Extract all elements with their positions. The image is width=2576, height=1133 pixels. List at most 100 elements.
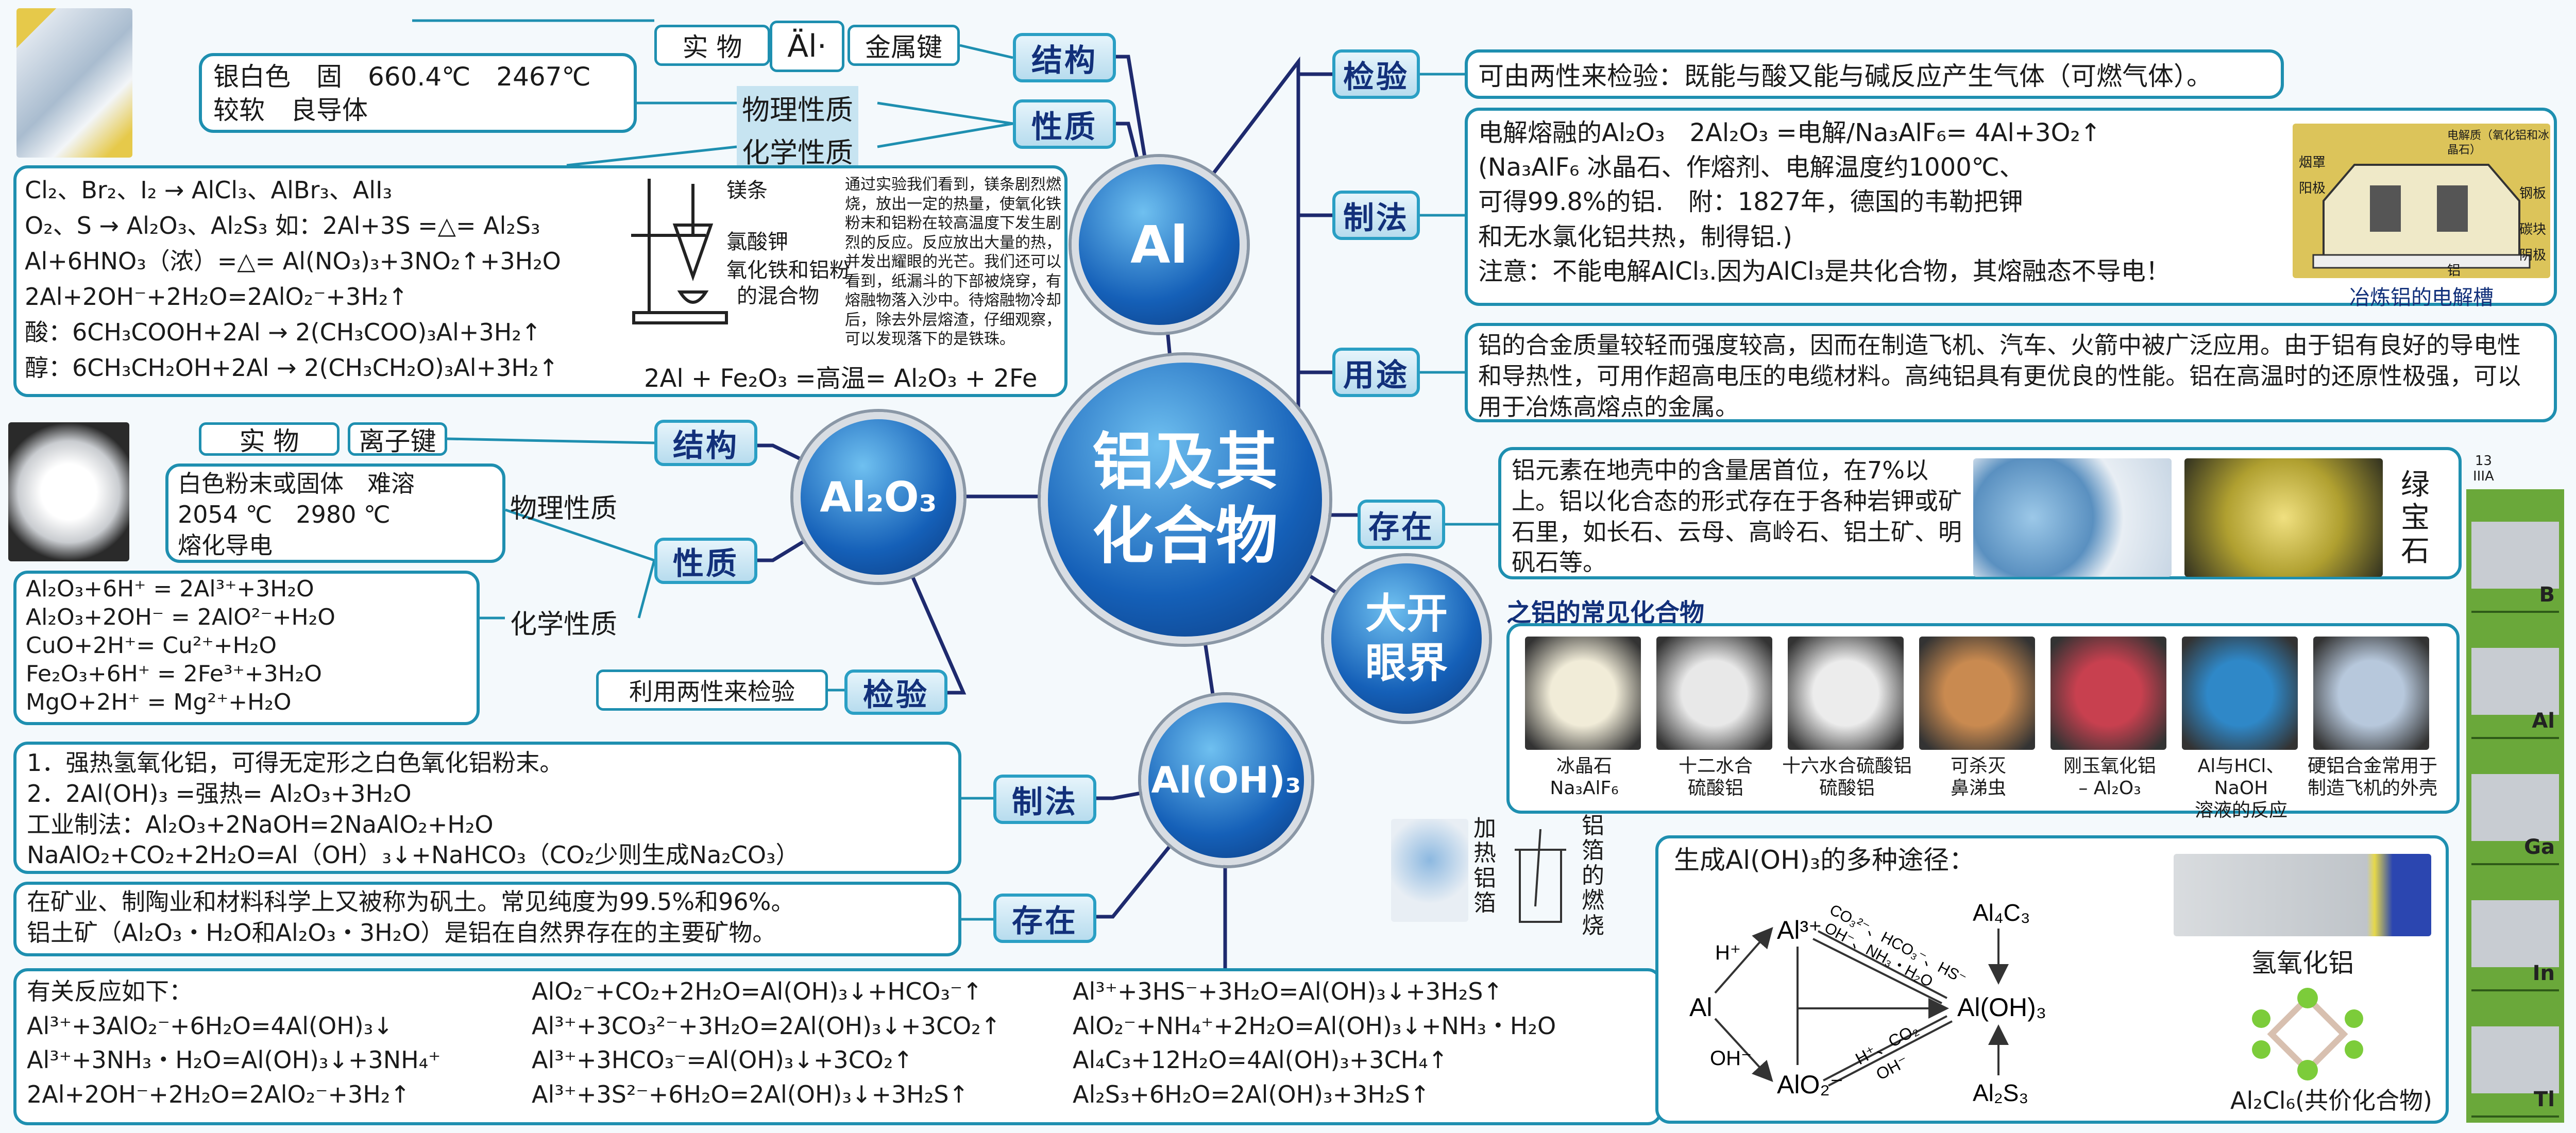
compound-photo bbox=[1656, 637, 1772, 750]
center-title-line1: 铝及其 bbox=[1092, 426, 1278, 498]
reactions-box: 有关反应如下： Al³⁺+3AlO₂⁻+6H₂O=4Al(OH)₃↓ Al³⁺+… bbox=[13, 968, 1662, 1125]
route-al3: Al³⁺ bbox=[1777, 916, 1822, 945]
al2o3-chem-line: Al₂O₃+2OH⁻ = 2AlO²⁻+H₂O bbox=[26, 604, 335, 630]
cell-label: 碳块 bbox=[2519, 222, 2547, 237]
reaction-eq: AlO₂⁻+NH₄⁺+2H₂O=Al(OH)₃↓+NH₃・H₂O bbox=[1073, 1011, 1556, 1040]
al-physical-label: 物理性质 bbox=[737, 86, 858, 129]
compound-photo bbox=[1919, 637, 2035, 750]
al-node[interactable]: Al bbox=[1072, 157, 1247, 332]
compound-caption: 刚玉氧化铝 – Al₂O₃ bbox=[2063, 756, 2156, 799]
al-use-box: 铝的合金质量较轻而强度较高，因而在制造飞机、汽车、火箭中被广泛应用。由于铝有良好… bbox=[1465, 323, 2557, 422]
al-property-node[interactable]: 性质 bbox=[1013, 99, 1116, 149]
al2o3-test-node[interactable]: 检验 bbox=[844, 670, 947, 715]
al2o3-chem-line: Fe₂O₃+6H⁺ = 2Fe³⁺+3H₂O bbox=[26, 661, 322, 687]
electrolytic-cell-diagram: 烟罩 阳极 电解质（氧化铝和冰晶石） 钢板 碳块 阴极 铝 bbox=[2293, 124, 2550, 279]
aloh3-prep-line: 1．强热氢氧化铝，可得无定形之白色氧化铝粉末。 bbox=[27, 749, 564, 777]
al-test-node[interactable]: 检验 bbox=[1332, 49, 1420, 99]
al-test-box: 可由两性来检验：既能与酸又能与碱反应产生气体（可燃气体）。 bbox=[1465, 49, 2284, 99]
routes-diagram: Al H⁺ OH⁻ Al³⁺ AlO₂⁻ Al(OH)₃ Al₄C₃ Al₂S₃… bbox=[1689, 899, 2046, 1106]
al-physical-box: 银白色 固 660.4℃ 2467℃ 较软 良导体 bbox=[199, 53, 637, 133]
al-chemical-box: Cl₂、Br₂、I₂ → AlCl₃、AlBr₃、AlI₃ O₂、S → Al₂… bbox=[13, 165, 1067, 397]
compound-caption: 冰晶石 Na₃AlF₆ bbox=[1550, 756, 1619, 799]
periodic-element-in: In bbox=[2471, 878, 2559, 991]
compound-photo bbox=[2182, 637, 2298, 750]
al-chem-line: 酸：6CH₃COOH+2Al → 2(CH₃COO)₃Al+3H₂↑ bbox=[25, 318, 541, 346]
beryl-photo bbox=[2184, 458, 2383, 577]
reaction-eq: Al³⁺+3HS⁻+3H₂O=Al(OH)₃↓+3H₂S↑ bbox=[1073, 977, 1503, 1005]
thermite-equation: 2Al + Fe₂O₃ =高温= Al₂O₃ + 2Fe bbox=[644, 364, 1038, 393]
compound-caption: Al与HCl、NaOH 溶液的反应 bbox=[2194, 756, 2287, 821]
aluminum-foil-photo bbox=[16, 8, 132, 158]
al2o3-structure-node[interactable]: 结构 bbox=[654, 420, 757, 466]
aluminum-hydroxide-caption: 氢氧化铝 bbox=[2251, 948, 2354, 978]
center-node[interactable]: 铝及其化合物 bbox=[1041, 355, 1329, 644]
cell-label: 电解质（氧化铝和冰晶石） bbox=[2447, 129, 2550, 157]
periodic-element-b: B bbox=[2471, 500, 2559, 613]
al2cl6-molecule bbox=[2252, 988, 2363, 1080]
al-structure-node[interactable]: 结构 bbox=[1013, 33, 1116, 82]
beryl-label: 绿宝石 bbox=[2401, 468, 2430, 568]
routes-title: 生成Al(OH)₃的多种途径： bbox=[1674, 845, 1975, 875]
aloh3-node[interactable]: Al(OH)₃ bbox=[1141, 695, 1311, 865]
electrolytic-cell-caption: 冶炼铝的电解槽 bbox=[2349, 286, 2494, 310]
reaction-eq: Al³⁺+3S²⁻+6H₂O=2Al(OH)₃↓+3H₂S↑ bbox=[532, 1080, 969, 1109]
al2o3-node[interactable]: Al₂O₃ bbox=[793, 412, 963, 582]
aloh3-exist-line: 在矿业、制陶业和材料科学上又被称为矾土。常见纯度为99.5%和96%。 bbox=[27, 888, 795, 916]
foil-burning-drawing bbox=[1515, 829, 1566, 923]
aluminum-hydroxide-photo bbox=[2174, 854, 2431, 936]
eye-line1: 大开 bbox=[1365, 590, 1448, 638]
reaction-eq: 2Al+2OH⁻+2H₂O=2AlO₂⁻+3H₂↑ bbox=[27, 1080, 410, 1109]
al2o3-phys-line: 熔化导电 bbox=[178, 531, 273, 559]
cell-label: 铝 bbox=[2447, 263, 2461, 279]
al-real-tag: 实 物 bbox=[654, 25, 770, 66]
al-phys-line: 较软 良导体 bbox=[213, 95, 368, 125]
aloh3-prep-line: 2．2Al(OH)₃ =强热= Al₂O₃+3H₂O bbox=[27, 779, 412, 808]
apparatus-label-mix: 氧化铁和铝粉 bbox=[726, 259, 850, 282]
aloh3-routes-box: 生成Al(OH)₃的多种途径： Al H⁺ OH⁻ Al³⁺ AlO₂⁻ Al(… bbox=[1655, 835, 2449, 1124]
reactions-title: 有关反应如下： bbox=[27, 977, 193, 1005]
compounds-box: 冰晶石 Na₃AlF₆ 十二水合 硫酸铝十六水合硫酸铝 硫酸铝可杀灭 鼻涕虫 刚玉氧… bbox=[1506, 623, 2460, 821]
compounds-title: 之铝的常见化合物 bbox=[1506, 598, 1705, 627]
al2o3-physical-box: 白色粉末或固体 难溶 2054 ℃ 2980 ℃ 熔化导电 bbox=[165, 464, 505, 563]
al-prep-line: 和无水氯化铝共热，制得铝.) bbox=[1478, 222, 1792, 251]
reaction-eq: Al₄C₃+12H₂O=4Al(OH)₃+3CH₄↑ bbox=[1073, 1046, 1448, 1074]
compound-caption: 十二水合 硫酸铝 bbox=[1678, 756, 1753, 799]
compound-caption: 硬铝合金常用于 制造飞机的外壳 bbox=[2307, 756, 2437, 799]
eye-line2: 眼界 bbox=[1365, 639, 1448, 687]
aloh3-exist-line: 铝土矿（Al₂O₃・H₂O和Al₂O₃・3H₂O）是铝在自然界存在的主要矿物。 bbox=[27, 918, 776, 947]
al2o3-chem-line: MgO+2H⁺ = Mg²⁺+H₂O bbox=[26, 689, 292, 715]
cell-label: 阴极 bbox=[2519, 248, 2547, 263]
foil-burning-label: 铝箔的燃烧 bbox=[1582, 813, 1604, 939]
route-alo2: AlO₂⁻ bbox=[1777, 1070, 1843, 1099]
aloh3-exist-node[interactable]: 存在 bbox=[993, 894, 1096, 943]
al2o3-property-node[interactable]: 性质 bbox=[654, 538, 757, 584]
eye-opener-node[interactable]: 大开眼界 bbox=[1324, 556, 1489, 721]
al-exist-text: 铝元素在地壳中的含量居首位，在7%以上。铝以化合态的形式存在于各种岩钾或矿石里，… bbox=[1512, 456, 1962, 577]
al-exist-node[interactable]: 存在 bbox=[1358, 500, 1445, 549]
al-chem-line: Cl₂、Br₂、I₂ → AlCl₃、AlBr₃、AlI₃ bbox=[25, 176, 393, 204]
cell-label: 钢板 bbox=[2519, 186, 2547, 201]
compound-photo bbox=[2313, 637, 2429, 750]
al-use-node[interactable]: 用途 bbox=[1332, 348, 1420, 397]
al2cl6-caption: Al₂Cl₆(共价化合物) bbox=[2230, 1087, 2432, 1114]
al-phys-line: 银白色 固 660.4℃ 2467℃ bbox=[213, 62, 591, 92]
periodic-header: 13 IIIA bbox=[2473, 453, 2494, 484]
compound-caption: 可杀灭 鼻涕虫 bbox=[1950, 756, 2006, 799]
alumina-photo bbox=[8, 422, 129, 561]
al-prep-line: 可得99.8%的铝. 附：1827年，德国的韦勒把钾 bbox=[1478, 187, 2023, 217]
al-prep-node[interactable]: 制法 bbox=[1332, 191, 1420, 240]
al2o3-phys-line: 白色粉末或固体 难溶 bbox=[178, 470, 415, 497]
aloh3-prep-node[interactable]: 制法 bbox=[993, 775, 1096, 824]
compound-photo bbox=[2050, 637, 2166, 750]
al2o3-chem-line: Al₂O₃+6H⁺ = 2Al³⁺+3H₂O bbox=[26, 576, 314, 602]
thermite-experiment-note: 通过实验我们看到，镁条剧烈燃烧，放出一定的热量，使氧化铁粉末和铝粉在较高温度下发… bbox=[845, 176, 1061, 348]
al2o3-physical-label: 物理性质 bbox=[510, 493, 618, 524]
al-chem-line: Al+6HNO₃（浓）=△= Al(NO₃)₃+3NO₂↑+3H₂O bbox=[25, 247, 561, 275]
apparatus-label-mg: 镁条 bbox=[726, 179, 768, 202]
route-oh: OH⁻ bbox=[1710, 1047, 1752, 1070]
compound-caption: 十六水合硫酸铝 硫酸铝 bbox=[1782, 756, 1912, 799]
periodic-element-tl: Tl bbox=[2471, 1004, 2559, 1118]
route-aloh3: Al(OH)₃ bbox=[1957, 993, 2046, 1022]
route-al4c3: Al₄C₃ bbox=[1973, 899, 2030, 926]
